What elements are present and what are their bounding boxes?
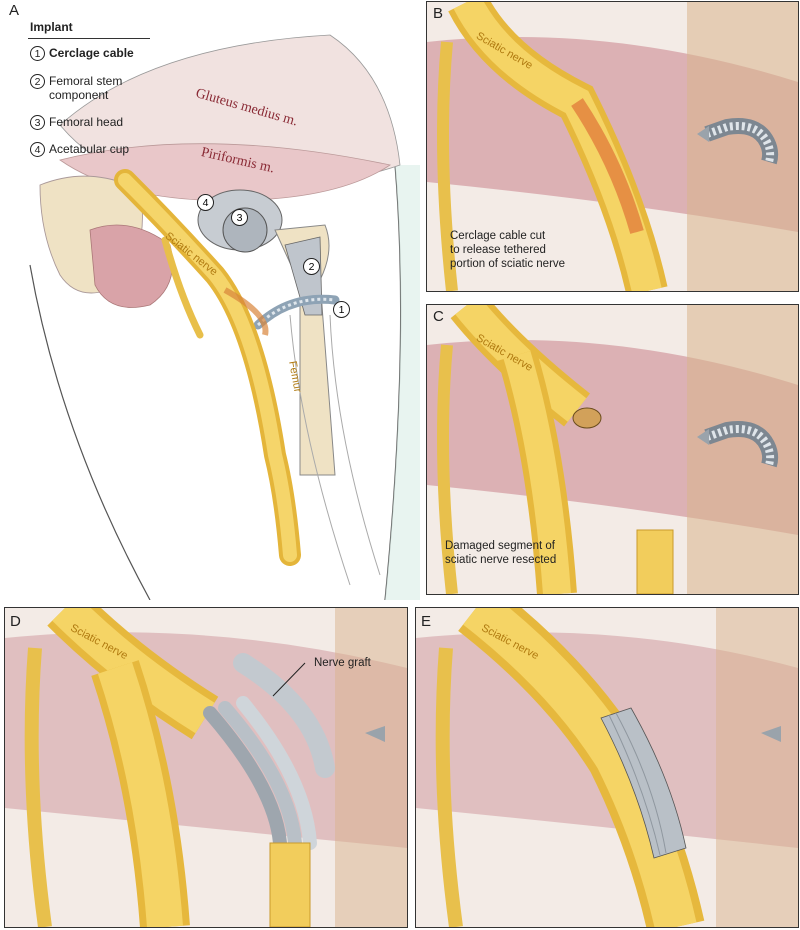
- panel-b-letter: B: [433, 5, 444, 22]
- panel-d-graft-label: Nerve graft: [314, 657, 371, 669]
- legend-number: 2: [30, 74, 45, 89]
- panel-d-frame: [4, 607, 408, 928]
- legend-label: Cerclage cable: [49, 46, 134, 60]
- panel-b-caption: Cerclage cable cut to release tethered p…: [450, 230, 566, 270]
- panel-e-letter: E: [421, 613, 432, 630]
- legend-number: 1: [30, 46, 45, 61]
- panel-e-drawing: [416, 608, 798, 927]
- legend-label: Acetabular cup: [49, 142, 130, 156]
- panel-d-letter: D: [10, 613, 21, 630]
- legend-title: Implant: [30, 20, 73, 34]
- marker-cerclage-cable: 1: [333, 301, 350, 318]
- panel-b-frame: [426, 1, 799, 292]
- legend-item-femoral-head: 3 Femoral head: [30, 115, 123, 130]
- panel-b-drawing: [427, 2, 798, 291]
- legend-item-cerclage-cable: 1 Cerclage cable: [30, 46, 134, 61]
- marker-femoral-stem: 2: [303, 258, 320, 275]
- panel-d-drawing: [5, 608, 407, 927]
- panel-c-frame: [426, 304, 799, 595]
- legend-number: 3: [30, 115, 45, 130]
- legend-label: Femoral head: [49, 115, 124, 129]
- legend-item-acetabular-cup: 4 Acetabular cup: [30, 142, 129, 157]
- marker-femoral-head: 3: [231, 209, 248, 226]
- legend-label-line2: component: [49, 88, 109, 102]
- panel-c-caption: Damaged segment of sciatic nerve resecte…: [445, 540, 557, 566]
- marker-acetabular-cup: 4: [197, 194, 214, 211]
- panel-a-letter: A: [9, 2, 20, 19]
- legend-divider: [28, 38, 150, 39]
- legend-label: Femoral stem: [49, 74, 123, 88]
- panel-e-frame: [415, 607, 799, 928]
- panel-c-drawing: [427, 305, 798, 594]
- legend-number: 4: [30, 142, 45, 157]
- panel-c-letter: C: [433, 308, 444, 325]
